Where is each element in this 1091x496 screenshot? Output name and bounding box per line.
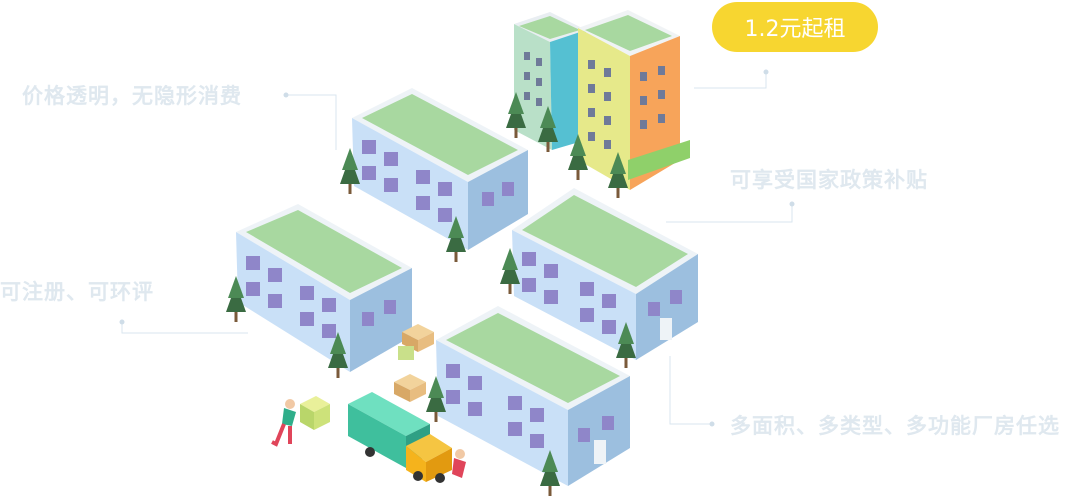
feature-multi-type: 多面积、多类型、多功能厂房任选 — [730, 414, 1060, 438]
factory-building-icon — [236, 204, 412, 372]
feature-subsidy: 可享受国家政策补贴 — [730, 168, 928, 192]
delivery-truck-icon — [348, 392, 466, 483]
worker-icon — [271, 399, 296, 447]
factory-building-icon — [512, 188, 698, 360]
price-badge: 1.2元起租 — [712, 2, 878, 52]
cardboard-box-icon — [300, 324, 434, 430]
feature-transparent-price: 价格透明，无隐形消费 — [22, 84, 242, 108]
connector-dots — [119, 69, 795, 427]
highrise-building-icon — [514, 10, 690, 190]
factory-building-icon — [352, 88, 528, 250]
factory-building-icon — [436, 306, 630, 486]
connector-lines — [121, 72, 793, 425]
feature-register: 可注册、可环评 — [0, 280, 154, 304]
